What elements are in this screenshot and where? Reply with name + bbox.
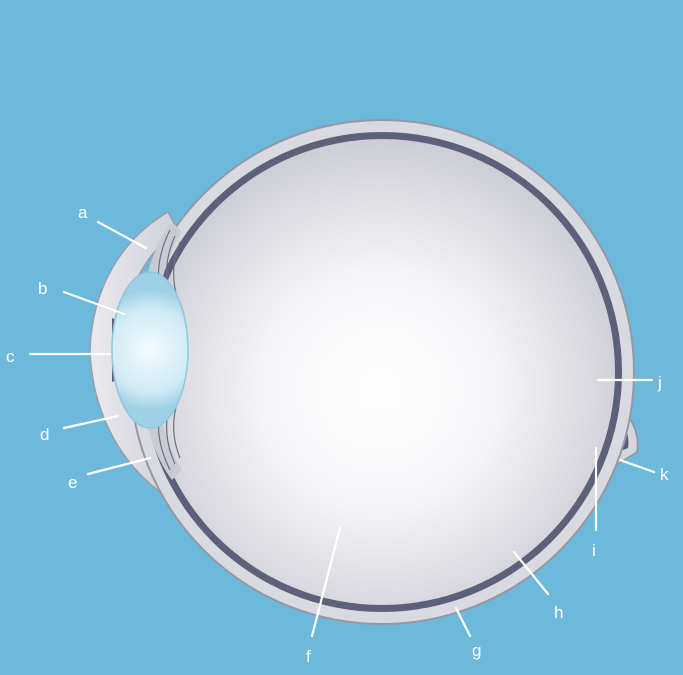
label-g: g — [472, 641, 481, 660]
lens — [112, 272, 188, 428]
label-a: a — [78, 203, 88, 222]
label-j: j — [657, 373, 662, 392]
label-i: i — [592, 541, 596, 560]
vitreous-body — [149, 139, 615, 605]
label-f: f — [306, 647, 311, 666]
label-k: k — [660, 465, 669, 484]
label-c: c — [6, 347, 15, 366]
label-h: h — [554, 603, 563, 622]
label-e: e — [68, 473, 77, 492]
label-d: d — [40, 425, 49, 444]
label-b: b — [38, 279, 47, 298]
